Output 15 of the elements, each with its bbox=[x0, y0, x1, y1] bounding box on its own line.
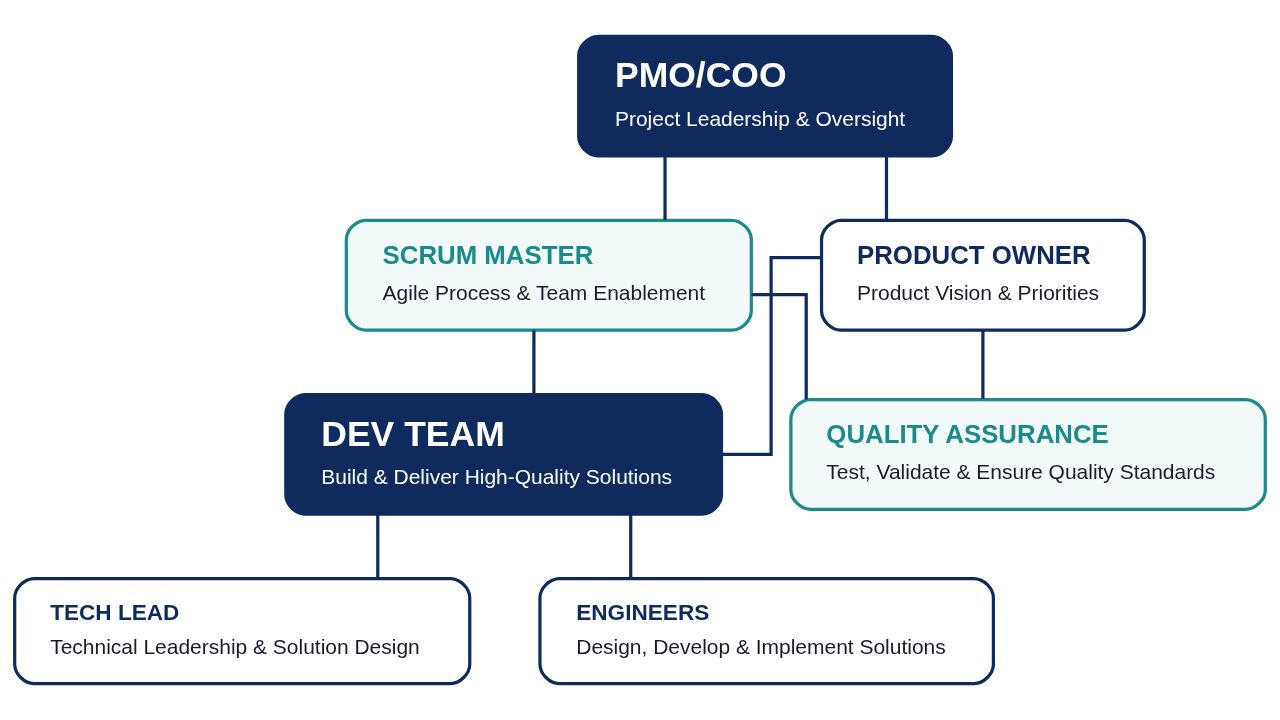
connector bbox=[663, 156, 667, 220]
node-box: PMO/COO Project Leadership & Oversight bbox=[577, 34, 954, 158]
connector bbox=[629, 514, 633, 579]
connector bbox=[751, 293, 808, 400]
connector bbox=[722, 255, 822, 456]
node-box: DEV TEAM Build & Deliver High-Quality Solutions bbox=[284, 393, 724, 516]
connector bbox=[376, 514, 380, 579]
connector bbox=[981, 330, 985, 400]
connector bbox=[884, 156, 889, 220]
node-box: TECH LEAD Technical Leadership & Solution Design bbox=[13, 577, 472, 686]
node-box: ENGINEERS Design, Develop & Implement Solutions bbox=[538, 577, 995, 686]
connector bbox=[532, 330, 536, 395]
node-box: SCRUM MASTER Agile Process & Team Enablement bbox=[344, 218, 753, 332]
node-box: QUALITY ASSURANCE Test, Validate & Ensure Quality Standards bbox=[789, 397, 1267, 511]
node-box: PRODUCT OWNER Product Vision & Priorities bbox=[819, 218, 1146, 332]
